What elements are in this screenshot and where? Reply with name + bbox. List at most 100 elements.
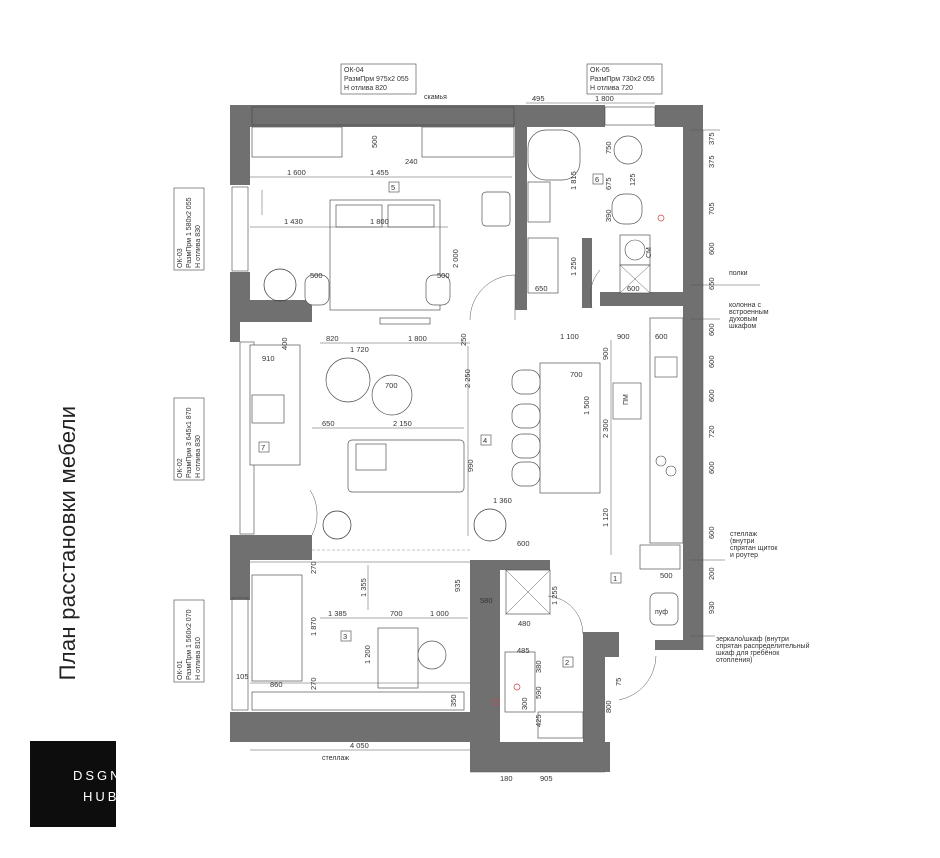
svg-text:Н отлива 810: Н отлива 810 — [195, 637, 202, 680]
wall-balcony-office — [230, 535, 312, 560]
svg-text:пуф: пуф — [655, 609, 668, 616]
svg-text:900: 900 — [617, 332, 630, 341]
svg-text:990: 990 — [466, 459, 475, 472]
svg-text:400: 400 — [280, 337, 289, 350]
svg-text:1 100: 1 100 — [560, 332, 579, 341]
svg-text:РазмПрм 1 580x2 055: РазмПрм 1 580x2 055 — [186, 197, 193, 268]
svg-text:800: 800 — [604, 700, 613, 713]
svg-text:750: 750 — [604, 141, 613, 154]
svg-text:Н отлива 830: Н отлива 830 — [195, 435, 202, 478]
svg-text:зеркало/шкаф (внутри: зеркало/шкаф (внутри — [716, 636, 789, 643]
svg-text:ОК-03: ОК-03 — [177, 248, 184, 268]
svg-text:105: 105 — [236, 672, 249, 681]
wall-top-bedroom — [230, 105, 530, 127]
svg-text:180: 180 — [500, 774, 513, 783]
living-furniture — [249, 317, 684, 551]
svg-text:1 500: 1 500 — [582, 396, 591, 415]
kitchen-counter — [649, 317, 684, 544]
svg-text:1 430: 1 430 — [284, 217, 303, 226]
svg-text:1 000: 1 000 — [430, 609, 449, 618]
doors — [309, 269, 657, 701]
wall-left-stub — [230, 322, 240, 342]
svg-text:1 355: 1 355 — [359, 578, 368, 597]
svg-text:495: 495 — [532, 94, 545, 103]
svg-text:390: 390 — [604, 209, 613, 222]
svg-text:425: 425 — [534, 714, 543, 727]
desk — [377, 627, 419, 689]
svg-text:1 200: 1 200 — [363, 645, 372, 664]
svg-text:2 300: 2 300 — [601, 419, 610, 438]
svg-text:600: 600 — [707, 355, 716, 368]
svg-text:1 815: 1 815 — [569, 171, 578, 190]
wall-bed-living — [230, 300, 312, 322]
svg-text:встроенным: встроенным — [729, 309, 769, 316]
window-label-ok04: ОК-04 РазмПрм 975x2 055 Н отлива 820 — [340, 63, 417, 95]
wall-left-office — [230, 560, 250, 600]
svg-text:600: 600 — [707, 526, 716, 539]
fridge-label: ПМ — [623, 394, 630, 405]
window-label-ok05: ОК-05 РазмПрм 730x2 055 Н отлива 720 — [586, 63, 663, 95]
svg-text:650: 650 — [322, 419, 335, 428]
svg-text:600: 600 — [707, 461, 716, 474]
window-label-ok02: ОК-02 РазмПрм 3 645x1 870 Н отлива 830 — [173, 397, 205, 481]
dimension-lines — [250, 102, 760, 773]
svg-text:ОК-04: ОК-04 — [344, 67, 364, 74]
svg-text:600: 600 — [655, 332, 668, 341]
svg-text:(внутри: (внутри — [730, 538, 755, 545]
svg-text:600: 600 — [627, 284, 640, 293]
svg-text:полки: полки — [729, 270, 748, 277]
svg-text:шкафом: шкафом — [729, 323, 756, 330]
wall-bath-door — [582, 238, 592, 308]
svg-text:375: 375 — [707, 155, 716, 168]
svg-text:Н отлива 830: Н отлива 830 — [195, 225, 202, 268]
svg-text:600: 600 — [707, 242, 716, 255]
room-tags: 5 6 4 7 1 3 2 — [258, 173, 622, 668]
svg-text:910: 910 — [262, 354, 275, 363]
svg-text:Н отлива 820: Н отлива 820 — [344, 85, 387, 92]
wall-right-bottom — [655, 640, 703, 650]
svg-text:РазмПрм 730x2 055: РазмПрм 730x2 055 — [590, 76, 655, 83]
svg-text:и роутер: и роутер — [730, 552, 758, 559]
svg-text:700: 700 — [385, 381, 398, 390]
svg-text:ОК-02: ОК-02 — [177, 458, 184, 478]
brand-logo: DSGN HUB — [30, 741, 120, 827]
svg-text:250: 250 — [459, 333, 468, 346]
svg-text:колонна с: колонна с — [729, 302, 762, 309]
svg-text:590: 590 — [534, 686, 543, 699]
logo-line-1: DSGN — [73, 768, 123, 783]
pouf — [649, 592, 679, 626]
window-label-ok03: ОК-03 РазмПрм 1 580x2 055 Н отлива 830 — [173, 187, 205, 271]
svg-text:600: 600 — [517, 539, 530, 548]
svg-text:240: 240 — [405, 157, 418, 166]
svg-text:ОК-01: ОК-01 — [177, 660, 184, 680]
svg-text:5: 5 — [391, 183, 395, 192]
svg-text:2 250: 2 250 — [463, 369, 472, 388]
svg-text:1 600: 1 600 — [287, 168, 306, 177]
svg-text:500: 500 — [660, 571, 673, 580]
svg-text:300: 300 — [520, 697, 529, 710]
svg-text:935: 935 — [453, 579, 462, 592]
svg-text:ОК-05: ОК-05 — [590, 67, 610, 74]
svg-text:1 455: 1 455 — [370, 168, 389, 177]
svg-text:270: 270 — [309, 677, 318, 690]
svg-text:485: 485 — [517, 646, 530, 655]
svg-text:375: 375 — [707, 132, 716, 145]
svg-text:отопления): отопления) — [716, 657, 752, 664]
svg-text:1: 1 — [613, 574, 617, 583]
office-sofa — [251, 574, 303, 682]
svg-text:270: 270 — [309, 561, 318, 574]
svg-text:4 050: 4 050 — [350, 741, 369, 750]
svg-text:РазмПрм 975x2 055: РазмПрм 975x2 055 — [344, 76, 409, 83]
svg-text:шкаф для гребёнок: шкаф для гребёнок — [716, 649, 780, 657]
svg-text:1 800: 1 800 — [408, 334, 427, 343]
svg-text:500: 500 — [437, 271, 450, 280]
svg-text:480: 480 — [518, 619, 531, 628]
svg-text:600: 600 — [707, 389, 716, 402]
wall-top-bath — [527, 105, 605, 127]
svg-text:860: 860 — [270, 680, 283, 689]
svg-text:1 870: 1 870 — [309, 617, 318, 636]
marker-dot — [513, 683, 521, 691]
svg-text:6: 6 — [595, 175, 599, 184]
svg-text:930: 930 — [707, 601, 716, 614]
